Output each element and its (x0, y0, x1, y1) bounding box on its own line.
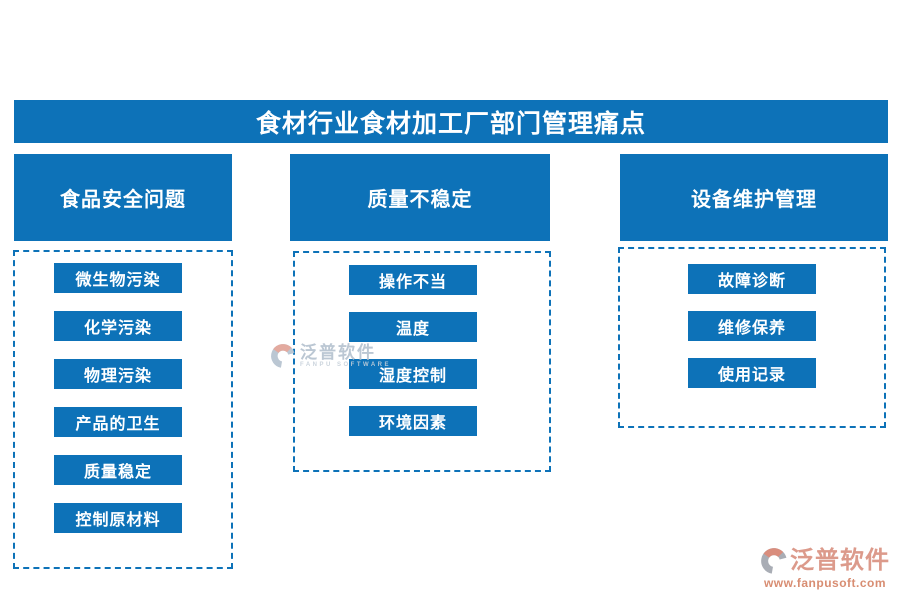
item-raw-material-control: 控制原材料 (54, 503, 182, 533)
watermark-corner-name: 泛普软件 (790, 547, 890, 574)
column-container-food-safety: 微生物污染 化学污染 物理污染 产品的卫生 质量稳定 控制原材料 (13, 250, 233, 569)
column-header-food-safety: 食品安全问题 (14, 154, 232, 241)
item-product-hygiene: 产品的卫生 (54, 407, 182, 437)
watermark-corner-row: 泛普软件 (760, 547, 890, 575)
column-header-quality-instability: 质量不稳定 (290, 154, 550, 241)
item-temperature: 温度 (349, 312, 477, 342)
column-container-equipment-maintenance: 故障诊断 维修保养 使用记录 (618, 247, 886, 428)
item-fault-diagnosis: 故障诊断 (688, 264, 816, 294)
item-microbial-contamination: 微生物污染 (54, 263, 182, 293)
fanpu-logo-icon (761, 548, 787, 574)
column-container-quality-instability: 操作不当 温度 湿度控制 环境因素 (293, 251, 551, 472)
page-title: 食材行业食材加工厂部门管理痛点 (14, 100, 888, 143)
column-header-equipment-maintenance: 设备维护管理 (620, 154, 888, 241)
item-usage-records: 使用记录 (688, 358, 816, 388)
watermark-corner: 泛普软件 www.fanpusoft.com (760, 547, 890, 590)
item-chemical-contamination: 化学污染 (54, 311, 182, 341)
item-humidity-control: 湿度控制 (349, 359, 477, 389)
item-physical-contamination: 物理污染 (54, 359, 182, 389)
watermark-corner-url: www.fanpusoft.com (763, 576, 887, 590)
item-repair-maintenance: 维修保养 (688, 311, 816, 341)
item-quality-stability: 质量稳定 (54, 455, 182, 485)
item-improper-operation: 操作不当 (349, 265, 477, 295)
item-environmental-factors: 环境因素 (349, 406, 477, 436)
